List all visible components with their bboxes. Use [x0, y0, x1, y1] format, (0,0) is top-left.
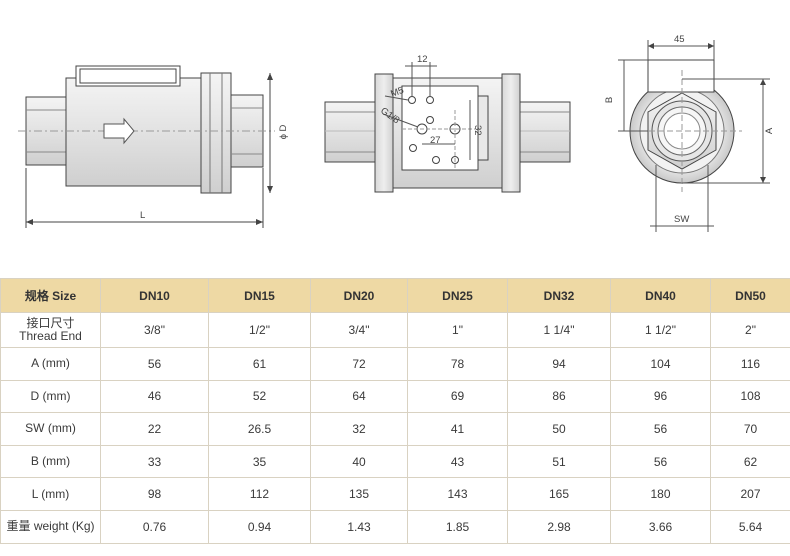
header-dn50: DN50 [710, 278, 790, 313]
table-cell: 26.5 [208, 412, 311, 446]
header-dn32: DN32 [507, 278, 611, 313]
table-row: 接口尺寸 Thread End 3/8" 1/2" 3/4" 1" 1 1/4"… [0, 312, 790, 348]
table-cell: 69 [407, 379, 508, 414]
drawing-canvas: L ϕ D 12 [18, 34, 775, 232]
row-label-l: L (mm) [0, 477, 101, 511]
table-cell: 2.98 [507, 509, 611, 544]
spec-table: 规格 Size DN10 DN15 DN20 DN25 DN32 DN40 DN… [0, 278, 790, 544]
table-row: A (mm) 56 61 72 78 94 104 116 [0, 347, 790, 381]
table-cell: 116 [710, 347, 790, 381]
table-cell: 35 [208, 444, 311, 479]
table-cell: 98 [100, 477, 209, 511]
header-dn20: DN20 [310, 278, 408, 313]
header-dn25: DN25 [407, 278, 508, 313]
table-cell: 1 1/2" [610, 312, 711, 348]
dim-label-length: L [140, 210, 145, 221]
table-row: D (mm) 46 52 64 69 86 96 108 [0, 379, 790, 414]
table-cell: 56 [100, 347, 209, 381]
table-cell: 62 [710, 444, 790, 479]
table-cell: 52 [208, 379, 311, 414]
valve-side-view [18, 65, 275, 228]
row-label-b: B (mm) [0, 444, 101, 479]
table-cell: 70 [710, 412, 790, 446]
table-cell: 112 [208, 477, 311, 511]
table-cell: 33 [100, 444, 209, 479]
table-cell: 5.64 [710, 509, 790, 544]
header-size: 规格 Size [0, 278, 101, 313]
table-cell: 1/2" [208, 312, 311, 348]
table-cell: 1" [407, 312, 508, 348]
dim-label-b: B [604, 97, 615, 103]
table-cell: 50 [507, 412, 611, 446]
table-cell: 56 [610, 412, 711, 446]
table-cell: 22 [100, 412, 209, 446]
dim-label-27: 27 [430, 135, 441, 146]
table-cell: 32 [310, 412, 408, 446]
row-label-thread-en: Thread End [19, 329, 82, 343]
table-cell: 180 [610, 477, 711, 511]
table-cell: 51 [507, 444, 611, 479]
table-cell: 0.94 [208, 509, 311, 544]
table-cell: 78 [407, 347, 508, 381]
dim-label-sw: SW [674, 214, 689, 225]
dim-label-m5: M5 [389, 85, 405, 100]
table-cell: 41 [407, 412, 508, 446]
table-cell: 2" [710, 312, 790, 348]
dim-label-diameter: ϕ D [278, 124, 289, 139]
row-label-thread-cn: 接口尺寸 [26, 316, 75, 330]
table-cell: 1.85 [407, 509, 508, 544]
table-cell: 72 [310, 347, 408, 381]
table-cell: 0.76 [100, 509, 209, 544]
table-cell: 40 [310, 444, 408, 479]
header-dn40: DN40 [610, 278, 711, 313]
table-cell: 108 [710, 379, 790, 414]
valve-end-view [618, 40, 770, 232]
table-cell: 64 [310, 379, 408, 414]
table-row: B (mm) 33 35 40 43 51 56 62 [0, 444, 790, 479]
table-row: SW (mm) 22 26.5 32 41 50 56 70 [0, 412, 790, 446]
table-cell: 3/4" [310, 312, 408, 348]
table-cell: 43 [407, 444, 508, 479]
table-row: 重量 weight (Kg) 0.76 0.94 1.43 1.85 2.98 … [0, 509, 790, 544]
header-dn10: DN10 [100, 278, 209, 313]
row-label-d: D (mm) [0, 379, 101, 414]
dim-label-a: A [764, 127, 775, 134]
table-cell: 207 [710, 477, 790, 511]
table-header-row: 规格 Size DN10 DN15 DN20 DN25 DN32 DN40 DN… [0, 278, 790, 313]
table-cell: 94 [507, 347, 611, 381]
header-dn15: DN15 [208, 278, 311, 313]
dim-label-45: 45 [674, 34, 685, 45]
table-cell: 165 [507, 477, 611, 511]
dim-label-32: 32 [472, 125, 483, 136]
dim-label-12: 12 [417, 54, 428, 65]
table-cell: 104 [610, 347, 711, 381]
row-label-a: A (mm) [0, 347, 101, 381]
row-label-sw: SW (mm) [0, 412, 101, 446]
table-row: L (mm) 98 112 135 143 165 180 207 [0, 477, 790, 511]
table-cell: 135 [310, 477, 408, 511]
table-cell: 1 1/4" [507, 312, 611, 348]
row-label-weight: 重量 weight (Kg) [0, 509, 101, 544]
table-cell: 86 [507, 379, 611, 414]
table-cell: 61 [208, 347, 311, 381]
row-label-thread: 接口尺寸 Thread End [0, 312, 101, 348]
table-cell: 46 [100, 379, 209, 414]
table-cell: 1.43 [310, 509, 408, 544]
table-cell: 3.66 [610, 509, 711, 544]
table-cell: 3/8" [100, 312, 209, 348]
table-cell: 96 [610, 379, 711, 414]
table-cell: 143 [407, 477, 508, 511]
table-cell: 56 [610, 444, 711, 479]
valve-front-view [324, 62, 571, 193]
technical-drawings: L ϕ D 12 [0, 0, 790, 272]
